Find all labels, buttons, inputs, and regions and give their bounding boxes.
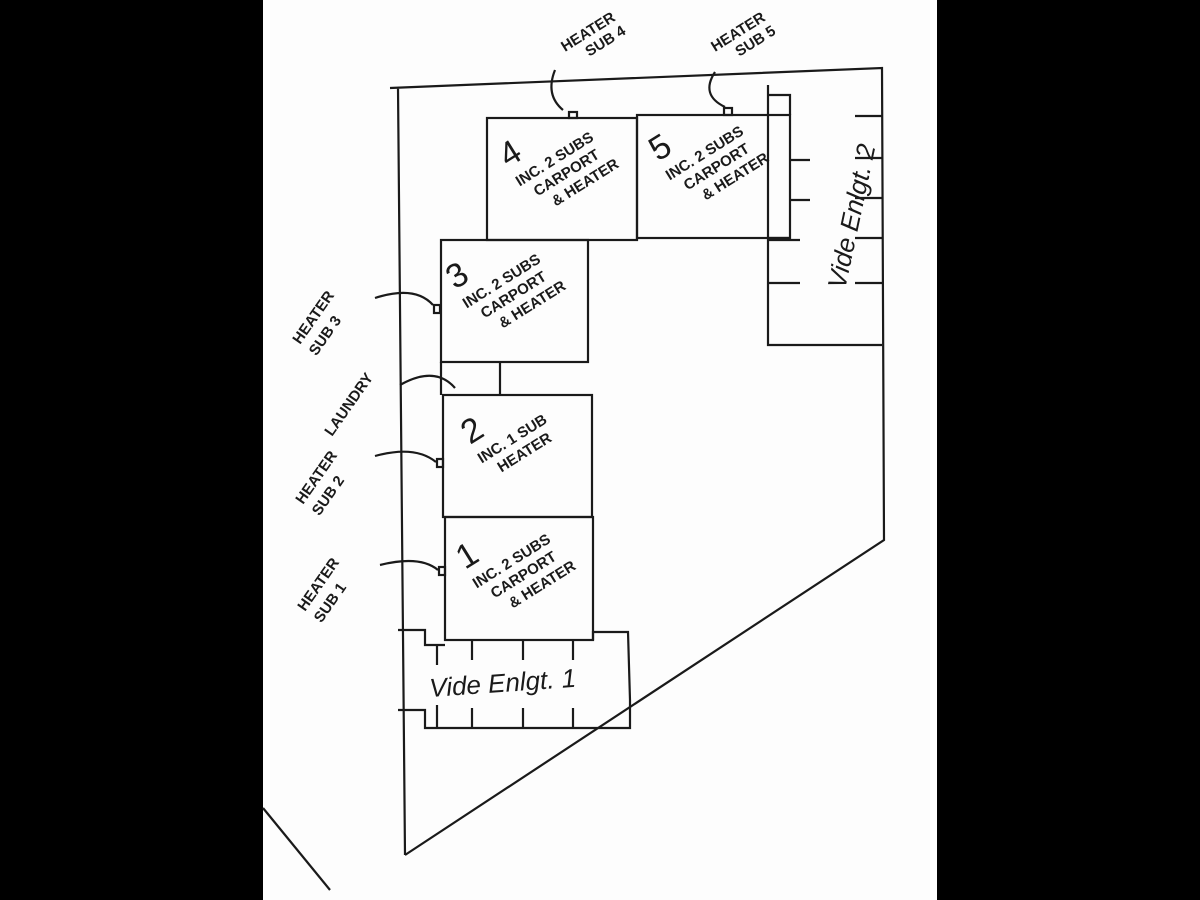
corner-line bbox=[262, 807, 331, 891]
site-boundary bbox=[389, 66, 886, 856]
unit-1-outline bbox=[443, 515, 595, 642]
heater-markers bbox=[374, 69, 734, 577]
unit-5-outline bbox=[635, 113, 792, 240]
unit-3-outline bbox=[439, 238, 590, 364]
page bbox=[263, 0, 937, 900]
